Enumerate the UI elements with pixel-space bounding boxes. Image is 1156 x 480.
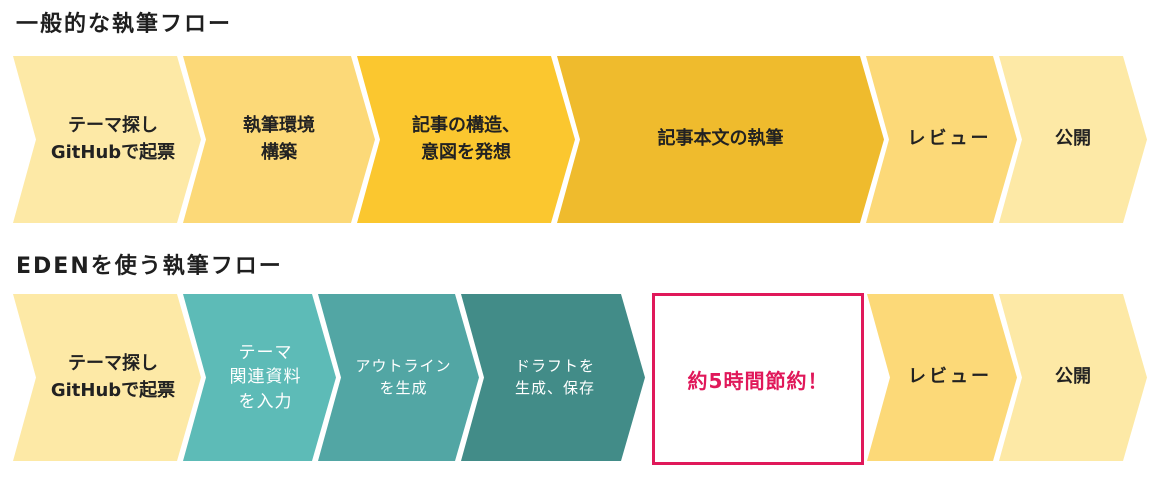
section-title-eden-flow: EDENを使う執筆フロー	[16, 254, 283, 279]
step-label: レビュー	[908, 366, 992, 388]
step-label: テーマ探し GitHubで起票	[50, 353, 176, 401]
step-review: レビュー	[866, 56, 1017, 223]
step-review: レビュー	[867, 294, 1017, 461]
step-label: ドラフトを 生成、保存	[514, 356, 595, 397]
step-setup-environment: 執筆環境 構築	[183, 56, 375, 223]
step-label: レビュー	[907, 128, 992, 150]
step-label: アウトライン を生成	[355, 356, 452, 397]
step-publish: 公開	[999, 56, 1147, 223]
step-publish: 公開	[999, 294, 1147, 461]
step-label: 執筆環境 構築	[243, 115, 315, 163]
time-saved-label: 約5時間節約！	[687, 368, 829, 393]
section-title-general-flow: 一般的な執筆フロー	[16, 12, 233, 37]
step-structure-ideation: 記事の構造、 意図を発想	[357, 56, 575, 223]
step-label: 公開	[1055, 128, 1091, 150]
step-label: 記事の構造、 意図を発想	[412, 115, 520, 163]
step-label: テーマ探し GitHubで起票	[50, 115, 176, 163]
step-write-body: 記事本文の執筆	[557, 56, 884, 223]
step-label: 記事本文の執筆	[657, 128, 784, 150]
step-generate-draft: ドラフトを 生成、保存	[461, 294, 645, 461]
step-theme-search: テーマ探し GitHubで起票	[13, 56, 201, 223]
step-generate-outline: アウトライン を生成	[318, 294, 479, 461]
step-label: テーマ 関連資料 を入力	[229, 342, 302, 412]
step-label: 公開	[1055, 366, 1091, 388]
step-theme-search: テーマ探し GitHubで起票	[13, 294, 201, 461]
time-saved-callout: 約5時間節約！	[652, 293, 864, 465]
step-input-materials: テーマ 関連資料 を入力	[183, 294, 336, 461]
